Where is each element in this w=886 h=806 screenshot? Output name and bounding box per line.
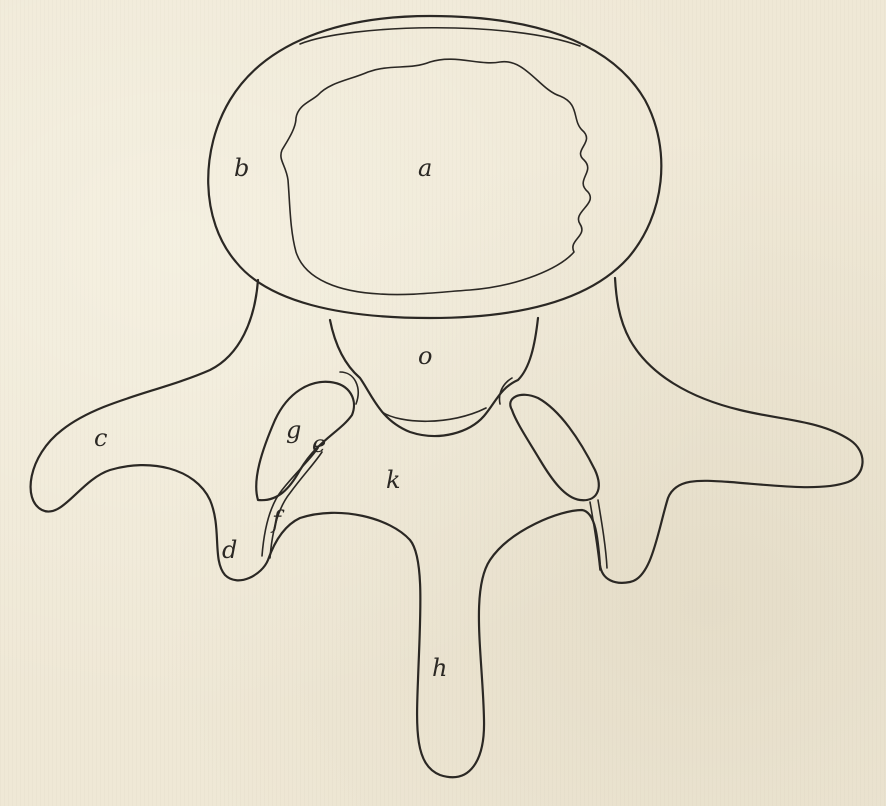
posterior-arch-outline [31, 278, 863, 777]
label-c: c [94, 424, 107, 452]
right-lamina-edge [500, 378, 513, 404]
label-e: e [312, 430, 326, 458]
left-articular-process [256, 382, 354, 500]
right-facet-line-outer [590, 502, 600, 570]
vertebral-body-rim-line [300, 28, 580, 46]
left-lamina-edge [340, 372, 358, 404]
right-articular-process [510, 395, 599, 500]
left-facet-line-outer [262, 448, 318, 556]
label-g: g [286, 416, 301, 444]
label-f: f [270, 506, 285, 534]
lamina-inner-edge [382, 408, 486, 421]
pedicle-notch-outline [330, 318, 538, 436]
label-o: o [418, 342, 432, 370]
label-a: a [418, 154, 432, 182]
label-k: k [386, 466, 401, 494]
cancellous-area-outline [281, 59, 590, 294]
label-d: d [222, 536, 237, 564]
left-facet-line-inner [270, 452, 322, 558]
label-h: h [432, 654, 447, 682]
label-b: b [234, 154, 249, 182]
